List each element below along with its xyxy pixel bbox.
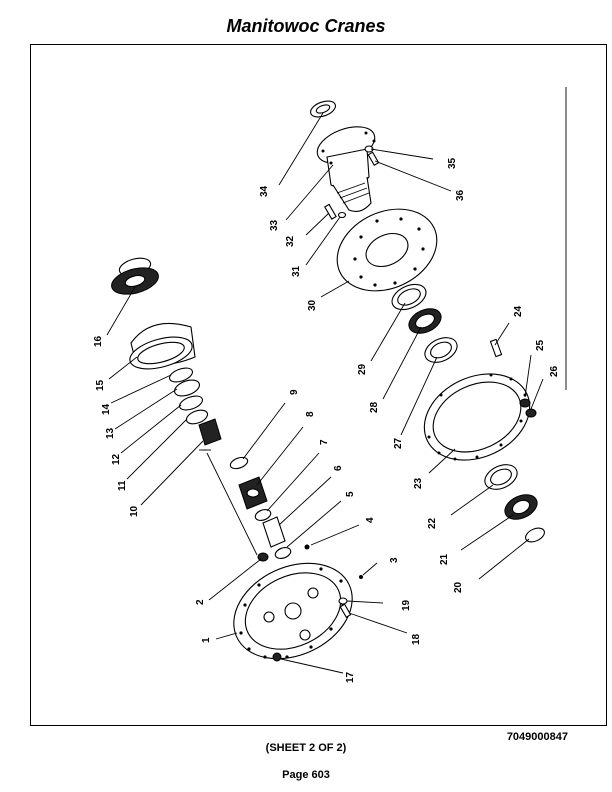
callout-5: 5 (345, 491, 356, 497)
callout-36: 36 (455, 189, 466, 201)
callout-12: 12 (111, 453, 122, 465)
part-23-housing (423, 373, 531, 461)
callout-34: 34 (259, 185, 270, 197)
part-36-bolt (367, 151, 380, 166)
part-18-bolt (339, 603, 352, 618)
callout-19: 19 (401, 599, 412, 611)
part-9-washer (229, 456, 249, 470)
callout-24: 24 (513, 305, 524, 317)
callout-3: 3 (389, 557, 400, 563)
part-28-bearing-cone (408, 308, 442, 334)
callout-9: 9 (289, 389, 300, 395)
part-1-carrier-plate (233, 562, 353, 660)
callout-26: 26 (549, 365, 560, 377)
callout-27: 27 (393, 437, 404, 449)
callout-28: 28 (369, 401, 380, 413)
part-19-washer (338, 597, 348, 605)
drawing-number: 7049000847 (506, 731, 568, 743)
callout-15: 15 (95, 379, 106, 391)
part-32-bolt (324, 203, 337, 220)
callout-1: 1 (201, 637, 212, 643)
exploded-parts-diagram: 1 2 3 4 5 6 7 8 9 10 11 12 13 14 15 16 1… (93, 87, 567, 683)
part-33-spindle (316, 126, 376, 212)
part-5-pin (274, 547, 292, 559)
callout-29: 29 (357, 363, 368, 375)
callout-10: 10 (129, 505, 140, 517)
part-8-planet-gear (238, 476, 268, 510)
part-29-bearing-cup (391, 283, 427, 311)
callout-23: 23 (413, 477, 424, 489)
leader-lines (106, 112, 544, 674)
part-15-ring-gear (129, 322, 196, 370)
part-21-bearing-cone (504, 494, 538, 520)
callout-32: 32 (285, 235, 296, 247)
callout-17: 17 (345, 671, 356, 683)
page-number: Page 603 (282, 769, 330, 781)
callout-11: 11 (117, 480, 128, 491)
page-title: Manitowoc Cranes (226, 16, 386, 36)
callout-33: 33 (269, 219, 280, 231)
callout-21: 21 (439, 553, 450, 565)
part-25-plug (519, 398, 531, 408)
part-20-snap-ring (525, 527, 545, 543)
part-3-screw (359, 575, 363, 579)
callout-2: 2 (195, 599, 206, 605)
part-30-brake-plate (336, 208, 438, 292)
part-17-plug (272, 652, 282, 662)
callout-6: 6 (333, 465, 344, 471)
part-14-thrust-washer (168, 367, 194, 383)
callout-25: 25 (535, 339, 546, 351)
callout-8: 8 (305, 411, 316, 417)
part-16-carrier (111, 257, 159, 295)
part-31-washer (337, 211, 347, 219)
part-6-shaft (262, 516, 286, 548)
sheet-label: (SHEET 2 OF 2) (265, 742, 347, 754)
part-12-washer (178, 395, 204, 411)
callout-18: 18 (411, 633, 422, 645)
part-27-bearing-cup (424, 337, 458, 363)
part-24-bolt (489, 338, 503, 358)
callout-31: 31 (291, 265, 302, 277)
callout-20: 20 (453, 581, 464, 593)
callout-16: 16 (93, 335, 104, 347)
callout-35: 35 (447, 157, 458, 169)
callout-14: 14 (101, 403, 112, 415)
part-34-seal (310, 100, 336, 118)
part-4-ball (304, 544, 310, 550)
part-10-gear (198, 418, 222, 451)
part-22-bearing-cup (484, 464, 518, 490)
callout-13: 13 (105, 427, 116, 439)
callout-labels: 1 2 3 4 5 6 7 8 9 10 11 12 13 14 15 16 1… (93, 157, 560, 683)
part-13-bearing (174, 379, 200, 397)
callout-22: 22 (427, 517, 438, 529)
callout-7: 7 (319, 439, 330, 445)
callout-30: 30 (307, 299, 318, 311)
callout-4: 4 (365, 517, 376, 523)
part-7-washer (254, 509, 272, 521)
diagram-frame: 1 2 3 4 5 6 7 8 9 10 11 12 13 14 15 16 1… (30, 44, 607, 726)
part-11-washer (185, 409, 209, 425)
part-26-plug (525, 408, 537, 418)
